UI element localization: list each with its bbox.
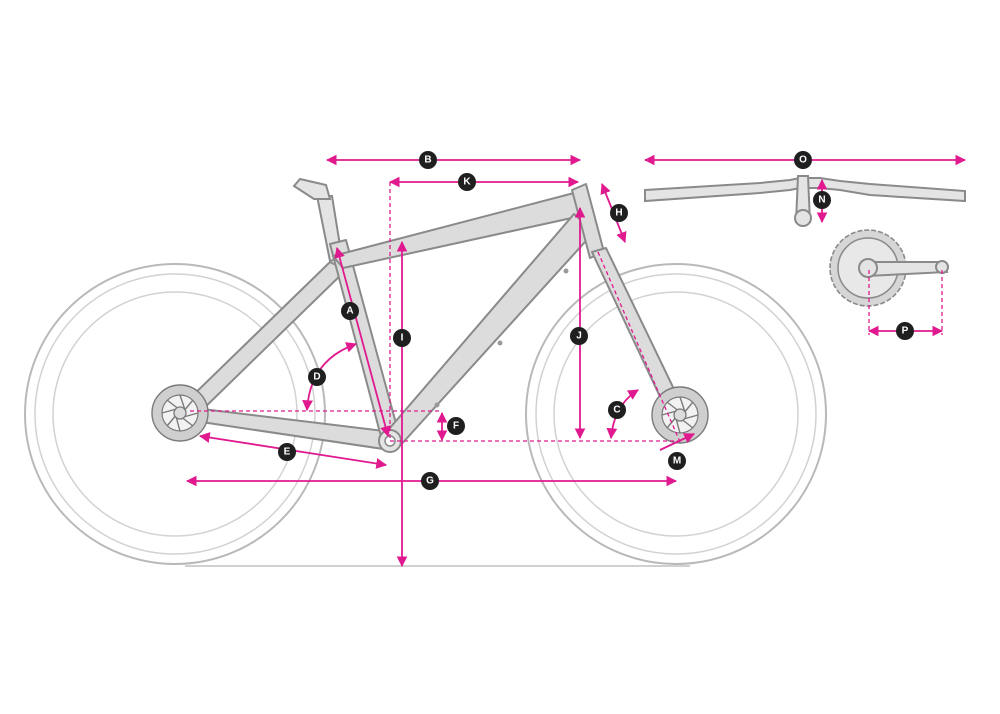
front-brake-rotor <box>651 386 709 444</box>
dimension-d-arc <box>302 342 358 412</box>
badge-g: G <box>421 472 439 490</box>
badge-e: E <box>278 443 296 461</box>
svg-text:N: N <box>818 195 825 206</box>
dimension-m-line <box>659 433 695 451</box>
badge-h: H <box>610 204 628 222</box>
crankset <box>829 229 949 307</box>
badge-b: B <box>419 151 437 169</box>
dimension-a-line <box>334 246 391 438</box>
rear-wheel <box>24 263 326 565</box>
svg-text:I: I <box>401 333 404 344</box>
badge-m: M <box>668 452 686 470</box>
svg-text:H: H <box>615 208 622 219</box>
badge-p: P <box>896 322 914 340</box>
badge-d: D <box>308 368 326 386</box>
svg-text:M: M <box>673 456 681 467</box>
svg-text:K: K <box>463 177 471 188</box>
svg-text:B: B <box>424 155 431 166</box>
badge-c: C <box>608 401 626 419</box>
badge-i: I <box>393 329 411 347</box>
svg-text:F: F <box>453 421 459 432</box>
svg-text:J: J <box>576 331 582 342</box>
rear-brake-rotor <box>151 384 209 442</box>
badge-n: N <box>813 191 831 209</box>
svg-text:E: E <box>284 447 291 458</box>
badge-a: A <box>341 302 359 320</box>
badge-k: K <box>458 173 476 191</box>
handlebar <box>644 175 966 227</box>
svg-text:G: G <box>426 476 434 487</box>
front-wheel <box>525 263 827 565</box>
badge-j: J <box>570 327 588 345</box>
svg-text:A: A <box>346 306 353 317</box>
svg-text:P: P <box>902 326 909 337</box>
badge-f: F <box>447 417 465 435</box>
svg-text:O: O <box>799 155 807 166</box>
badge-o: O <box>794 151 812 169</box>
svg-text:C: C <box>613 405 620 416</box>
svg-text:D: D <box>313 372 320 383</box>
